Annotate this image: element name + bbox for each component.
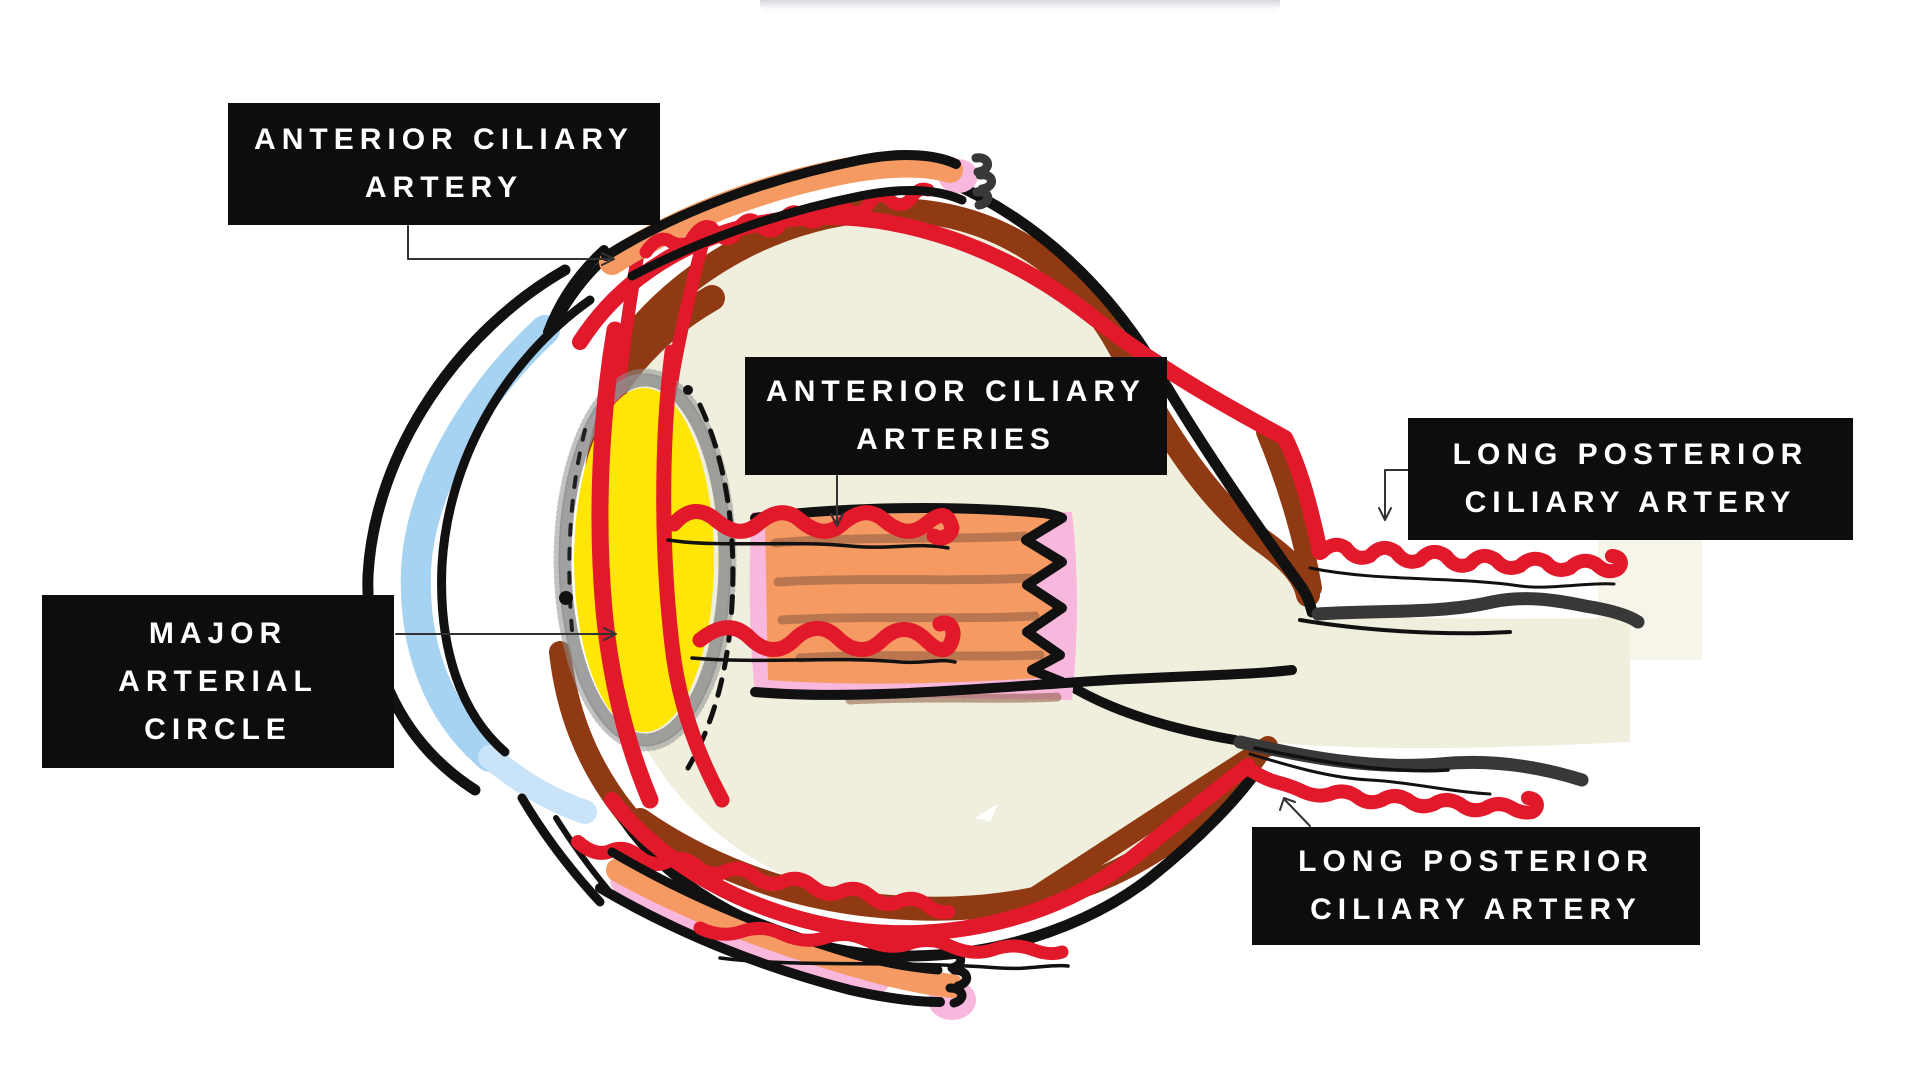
lpca-top-squiggle — [1315, 537, 1628, 579]
label-line: ARTERY — [364, 171, 524, 204]
aca-bottom-sketch — [690, 656, 957, 665]
connector-anterior-ciliary-artery — [407, 225, 615, 266]
block-top-outline — [750, 503, 1067, 523]
connector-major-arterial-circle — [395, 627, 617, 641]
top-shadow-bar — [760, 0, 1280, 14]
label-long-posterior-ciliary-artery-bottom: LONG POSTERIOR CILIARY ARTERY — [1252, 827, 1700, 945]
nerve-top-sketch — [1298, 618, 1512, 636]
inferior-muscle-bottom-outline — [595, 883, 945, 1007]
label-long-posterior-ciliary-artery-top: LONG POSTERIOR CILIARY ARTERY — [1408, 418, 1853, 540]
inferior-episcleral-squiggle — [693, 921, 1069, 961]
inferior-muscle-artery-squiggle — [571, 835, 955, 920]
superior-muscle-claws — [971, 153, 996, 210]
label-line: MAJOR — [148, 616, 288, 650]
lens-dash-left — [567, 428, 587, 632]
block-bottom-outline — [750, 665, 1297, 700]
outline-top-right — [944, 176, 1318, 618]
optic-nerve-outlines — [1233, 592, 1645, 787]
nerve-top-gray-line — [1311, 592, 1645, 629]
cornea-blue-band-light — [478, 745, 597, 824]
label-connectors — [395, 225, 1409, 827]
label-line: LONG POSTERIOR — [1298, 845, 1654, 878]
inferior-muscle — [571, 835, 1070, 1020]
cornea-blue-band — [400, 315, 560, 772]
lpca-bottom-squiggle — [1241, 761, 1544, 820]
connector-anterior-ciliary-arteries — [830, 475, 844, 527]
label-line: CILIARY ARTERY — [1464, 486, 1797, 519]
highlight-speck — [975, 804, 998, 822]
label-line: ANTERIOR CILIARY — [766, 375, 1146, 408]
label-anterior-ciliary-artery: ANTERIOR CILIARY ARTERY — [228, 103, 660, 225]
aca-top-squiggle — [666, 504, 960, 546]
lpca-top-sketch — [1308, 566, 1616, 589]
outline-top-left — [543, 245, 609, 337]
cornea-inner-outline — [437, 295, 595, 757]
connector-lpca-bottom — [1279, 797, 1311, 827]
long-posterior-ciliary-vessels — [1241, 537, 1628, 820]
superior-muscle-bottom-outline — [627, 185, 967, 281]
aca-top-sketch — [666, 538, 950, 550]
label-line: CIRCLE — [144, 712, 292, 746]
nerve-bottom-sketch — [1253, 746, 1450, 773]
cornea-outer-outline — [362, 264, 571, 796]
superior-muscle — [599, 150, 996, 281]
lens-dot-1 — [559, 591, 573, 605]
inferior-muscle-orange-band — [606, 858, 964, 998]
aca-bottom-squiggle — [692, 615, 961, 658]
label-major-arterial-circle: MAJOR ARTERIAL CIRCLE — [42, 595, 394, 768]
lens-dot-3 — [683, 385, 693, 395]
block-outlines — [750, 503, 1297, 700]
inferior-episcleral-sketch — [718, 956, 1070, 971]
lens-scribble-halo — [553, 368, 737, 752]
lens-scribble-ring — [558, 373, 732, 747]
label-anterior-ciliary-arteries: ANTERIOR CILIARY ARTERIES — [745, 357, 1167, 475]
connector-lpca-top — [1378, 469, 1409, 521]
major-arterial-circle-vessels — [591, 321, 730, 809]
cornea — [362, 264, 597, 824]
outline-bottom-left-sketch-1 — [517, 793, 605, 907]
label-line: ANTERIOR CILIARY — [254, 123, 634, 156]
right-vertical-artery — [656, 344, 730, 808]
nerve-bottom-gray-line — [1233, 735, 1589, 787]
label-line: ARTERIAL — [118, 664, 318, 698]
lpca-bottom-sketch — [1248, 752, 1492, 796]
superior-muscle-top-outline — [601, 150, 961, 261]
label-line: LONG POSTERIOR — [1452, 438, 1809, 471]
block-zigzag-edge — [1021, 513, 1067, 687]
left-vertical-artery — [591, 321, 659, 809]
label-line: ARTERIES — [856, 423, 1056, 456]
superior-muscle-orange-band — [599, 151, 963, 275]
label-line: CILIARY ARTERY — [1310, 893, 1642, 926]
anterior-ciliary-artery-vessels — [666, 504, 961, 665]
choroid-nerve-top-streak — [1256, 422, 1322, 598]
